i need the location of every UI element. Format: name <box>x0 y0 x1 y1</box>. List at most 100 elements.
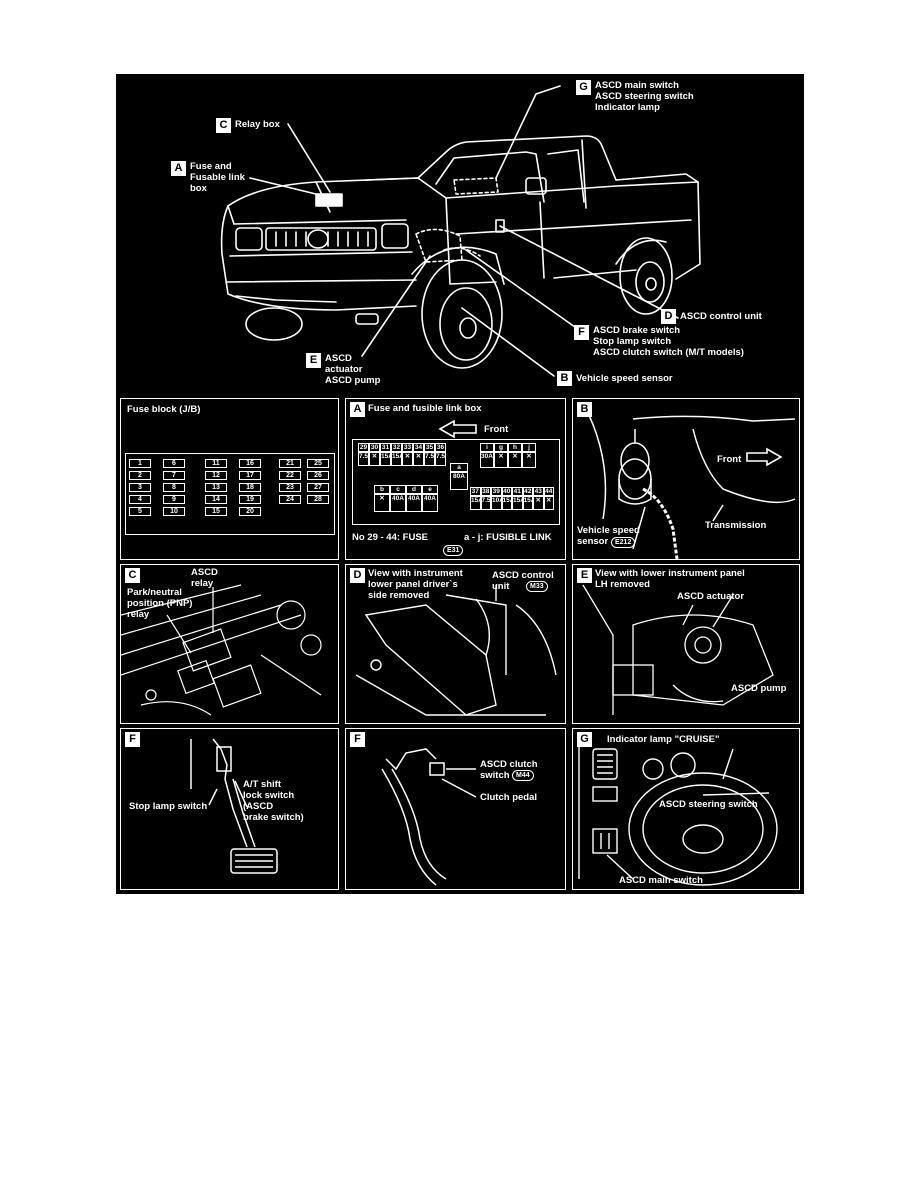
fuse-29: 29 <box>358 443 369 452</box>
jb-fuse-4: 4 <box>129 495 151 504</box>
panel-b-speed-sensor: B Front Transmission Vehicle speed senso… <box>572 398 800 560</box>
panel-f2-pedal-label: Clutch pedal <box>480 792 538 803</box>
jb-fuse-14: 14 <box>205 495 227 504</box>
clutch-pedal-illustration <box>381 748 477 886</box>
panel-e-view-label: View with lower instrument panel LH remo… <box>595 568 745 590</box>
panel-f1-at-label: A/T shift lock switch (ASCD brake switch… <box>243 779 304 823</box>
link-b: b <box>374 485 390 494</box>
panel-f1-letter: F <box>125 732 140 747</box>
fuse-36-rating: 7.5A <box>435 452 446 466</box>
link-h-rating: ✕ <box>508 452 522 468</box>
callout-letter-c: C <box>216 118 231 133</box>
fuse-33: 33 <box>402 443 413 452</box>
fuse-42-rating: 15A <box>522 496 533 510</box>
jb-fuse-20: 20 <box>239 507 261 516</box>
fuse-block-body <box>125 453 335 535</box>
panel-f1-stop-label: Stop lamp switch <box>129 801 208 812</box>
jb-fuse-19: 19 <box>239 495 261 504</box>
fuse-31: 31 <box>380 443 391 452</box>
fuse-44-rating: ✕ <box>543 496 554 510</box>
front-arrow-right-icon <box>746 447 783 467</box>
panel-f-clutch: F ASCD clutch switch M44 Clutch pedal <box>345 728 566 890</box>
fuse-36: 36 <box>435 443 446 452</box>
panel-d-letter: D <box>350 568 365 583</box>
jb-fuse-16: 16 <box>239 459 261 468</box>
relay-illustration <box>121 584 322 716</box>
link-j-rating: ✕ <box>522 452 536 468</box>
fuse-38-rating: 7.5A <box>480 496 491 510</box>
fuse-34-rating: ✕ <box>413 452 424 466</box>
link-c-rating: 40A <box>390 494 406 512</box>
jb-fuse-17: 17 <box>239 471 261 480</box>
fuse-29-rating: 7.5A <box>358 452 369 466</box>
panel-g-main-label: ASCD main switch <box>619 875 703 886</box>
link-h: h <box>508 443 522 452</box>
jb-fuse-6: 6 <box>163 459 185 468</box>
panel-e-actuator-label: ASCD actuator <box>677 591 745 602</box>
fuse-41: 41 <box>512 487 523 496</box>
fuse-40: 40 <box>501 487 512 496</box>
panel-e-actuator: E View with lower instrument panel LH re… <box>572 564 800 724</box>
link-a-rating: 80A <box>450 472 468 490</box>
callout-letter-a: A <box>171 161 186 176</box>
connector-e212: E212 <box>611 537 636 548</box>
truck-illustration <box>220 85 701 377</box>
panel-g-switches: G Indicator lamp "CRUISE" ASCD steering … <box>572 728 800 890</box>
panel-c-pnp-label: Park/neutral position (PNP) relay <box>127 587 193 620</box>
panel-b-letter: B <box>577 402 592 417</box>
fuse-33-rating: ✕ <box>402 452 413 466</box>
brake-pedal-illustration <box>190 738 278 874</box>
jb-fuse-7: 7 <box>163 471 185 480</box>
panel-f2-letter: F <box>350 732 365 747</box>
jb-fuse-12: 12 <box>205 471 227 480</box>
fuse-44: 44 <box>543 487 554 496</box>
fuse-40-rating: 15A <box>501 496 512 510</box>
jb-fuse-11: 11 <box>205 459 227 468</box>
callout-control-unit: ASCD control unit <box>680 311 762 322</box>
jb-fuse-10: 10 <box>163 507 185 516</box>
panel-d-control-unit: D View with instrument lower panel drive… <box>345 564 566 724</box>
panel-c-relay-label: ASCD relay <box>191 567 218 589</box>
callout-relay-box: Relay box <box>235 119 280 130</box>
callout-letter-f: F <box>574 325 589 340</box>
fuse-37-rating: 15A <box>470 496 481 510</box>
panel-b-sensor-label: Vehicle speed sensor <box>577 525 640 547</box>
panel-b-front-label: Front <box>717 454 742 465</box>
jb-fuse-24: 24 <box>279 495 301 504</box>
jb-fuse-8: 8 <box>163 483 185 492</box>
jb-fuse-25: 25 <box>307 459 329 468</box>
fuse-42: 42 <box>522 487 533 496</box>
panel-g-letter: G <box>577 732 592 747</box>
fuse-30: 30 <box>369 443 380 452</box>
component-location-figure: A Fuse and Fusable link box C Relay box … <box>116 74 804 894</box>
panel-e-letter: E <box>577 568 592 583</box>
jb-fuse-21: 21 <box>279 459 301 468</box>
link-j: j <box>522 443 536 452</box>
panel-a-link-label: a - j: FUSIBLE LINK <box>464 532 552 543</box>
connector-m44: M44 <box>512 770 534 781</box>
link-e-rating: 40A <box>422 494 438 512</box>
link-b-rating: ✕ <box>374 494 390 512</box>
fuse-43: 43 <box>533 487 544 496</box>
link-d: d <box>406 485 422 494</box>
jb-fuse-5: 5 <box>129 507 151 516</box>
link-g-rating: ✕ <box>494 452 508 468</box>
callout-letter-g: G <box>576 80 591 95</box>
fuse-35-rating: 7.5A <box>424 452 435 466</box>
panel-f2-clutch-switch-label: ASCD clutch switch <box>480 759 538 781</box>
callout-actuator-pump: ASCD actuator ASCD pump <box>325 353 381 386</box>
jb-fuse-22: 22 <box>279 471 301 480</box>
jb-fuse-3: 3 <box>129 483 151 492</box>
panel-d-unit-label: ASCD control unit <box>492 570 554 592</box>
callout-letter-e: E <box>306 353 321 368</box>
connector-e31: E31 <box>443 545 464 556</box>
callout-fuse-link-box: Fuse and Fusable link box <box>190 161 245 194</box>
fuse-31-rating: 15A <box>380 452 391 466</box>
jb-fuse-1: 1 <box>129 459 151 468</box>
link-a-label: a <box>450 463 468 472</box>
callout-letter-b: B <box>557 371 572 386</box>
panel-e-pump-label: ASCD pump <box>731 683 787 694</box>
callout-brake-clutch-switch: ASCD brake switch Stop lamp switch ASCD … <box>593 325 744 358</box>
panel-b-transmission-label: Transmission <box>705 520 767 531</box>
jb-fuse-26: 26 <box>307 471 329 480</box>
